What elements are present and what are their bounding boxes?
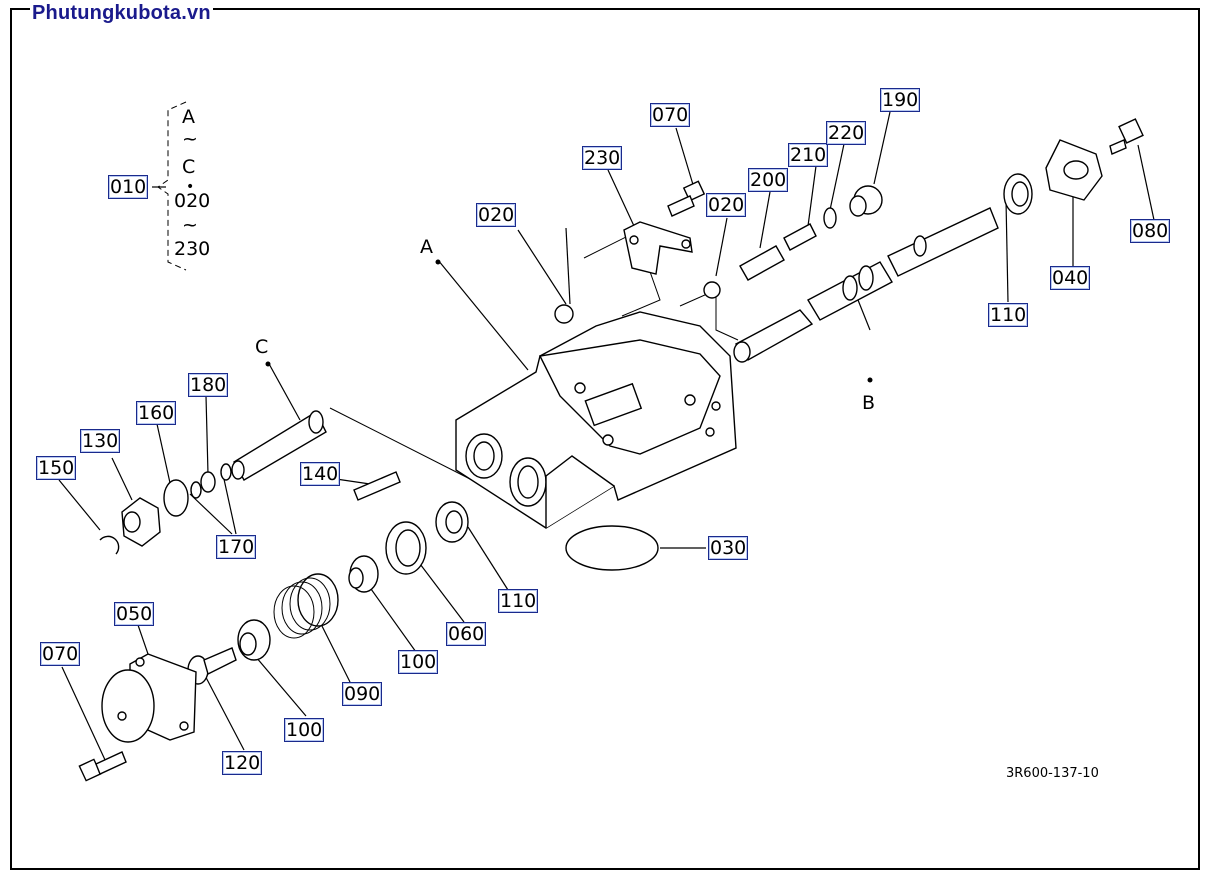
o-ring-030	[565, 525, 659, 571]
callout-010[interactable]: 010	[108, 175, 149, 199]
callout-070-lower[interactable]: 070	[40, 642, 81, 666]
bracket-line-2: ~	[182, 128, 198, 150]
seal-110-left	[435, 501, 469, 543]
plug-190-inner	[849, 195, 867, 217]
marker-b-label: B	[862, 392, 876, 414]
callout-130[interactable]: 130	[80, 429, 121, 453]
callout-020-left[interactable]: 020	[476, 203, 517, 227]
callout-100-upper[interactable]: 100	[398, 650, 439, 674]
spool-b	[733, 207, 999, 363]
seat-100-lower	[237, 619, 271, 661]
circlip-150	[99, 535, 120, 555]
bracket-line-6: ~	[182, 214, 198, 236]
marker-c-dot	[265, 361, 271, 367]
callout-140[interactable]: 140	[300, 462, 341, 486]
spring-210	[783, 223, 817, 251]
o-ring-170b	[220, 463, 232, 481]
callout-110-left[interactable]: 110	[498, 589, 539, 613]
callout-220[interactable]: 220	[826, 121, 867, 145]
bolt-070-upper	[667, 180, 706, 217]
valve-body	[455, 311, 737, 529]
drawing-code: 3R600-137-10	[1006, 766, 1099, 781]
site-brand: Phutungkubota.vn	[30, 2, 213, 25]
seat-100-upper	[348, 555, 379, 593]
callout-150[interactable]: 150	[36, 456, 77, 480]
callout-190[interactable]: 190	[880, 88, 921, 112]
callout-210[interactable]: 210	[788, 143, 829, 167]
o-ring-220	[823, 207, 837, 229]
marker-c-label: C	[255, 336, 269, 358]
o-ring-160	[163, 479, 189, 517]
bolt-070-lower	[78, 751, 127, 782]
marker-a-dot	[435, 259, 441, 265]
callout-120[interactable]: 120	[222, 751, 263, 775]
ring-060	[385, 521, 427, 575]
spring-090	[273, 573, 339, 639]
callout-040[interactable]: 040	[1050, 266, 1091, 290]
callout-020-upper[interactable]: 020	[706, 193, 747, 217]
plug-020-upper	[703, 281, 721, 299]
seal-110-right	[1003, 173, 1033, 215]
callout-200[interactable]: 200	[748, 168, 789, 192]
marker-b-dot	[867, 377, 873, 383]
callout-160[interactable]: 160	[136, 401, 177, 425]
bracket-line-1: A	[182, 106, 195, 128]
callout-060[interactable]: 060	[446, 622, 487, 646]
pin-140	[353, 471, 401, 501]
poppet-200	[739, 245, 785, 281]
callout-080[interactable]: 080	[1130, 219, 1171, 243]
callout-100-lower[interactable]: 100	[284, 718, 325, 742]
callout-090[interactable]: 090	[342, 682, 383, 706]
bracket-230	[623, 221, 693, 275]
marker-a-label: A	[420, 236, 433, 258]
callout-110-right[interactable]: 110	[988, 303, 1029, 327]
bracket-line-4: •	[186, 179, 195, 195]
bracket-line-5: 020	[174, 190, 211, 212]
flange-040	[1045, 139, 1103, 201]
callout-070-upper[interactable]: 070	[650, 103, 691, 127]
bolt-080	[1109, 118, 1144, 155]
callout-050[interactable]: 050	[114, 602, 155, 626]
o-ring-170a	[190, 481, 202, 499]
washer-180	[200, 471, 216, 493]
callout-230[interactable]: 230	[582, 146, 623, 170]
plug-020-left	[554, 304, 574, 324]
bracket-line-3: C	[182, 156, 196, 178]
callout-030[interactable]: 030	[708, 536, 749, 560]
callout-180[interactable]: 180	[188, 373, 229, 397]
cover-050	[101, 653, 197, 743]
spool-c	[231, 410, 327, 481]
bracket-line-7: 230	[174, 238, 211, 260]
callout-170[interactable]: 170	[216, 535, 257, 559]
nut-130	[121, 497, 161, 547]
group-bracket-line	[157, 101, 187, 271]
